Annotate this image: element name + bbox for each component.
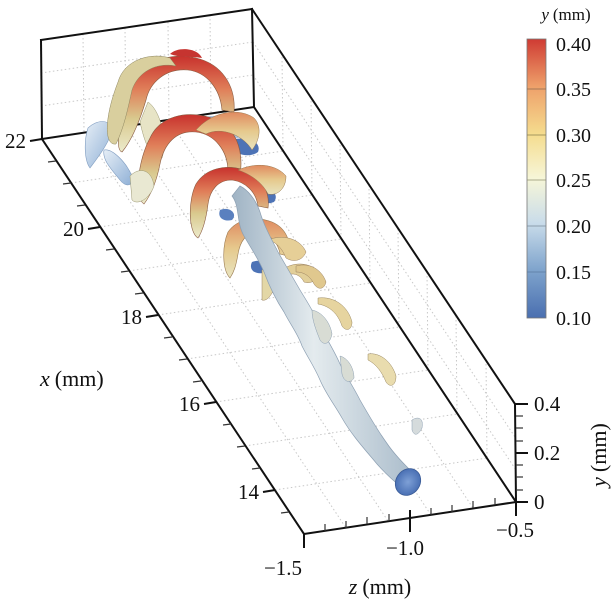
x-tick-16: 16 [179, 392, 200, 416]
z-tick-neg0.5: −0.5 [496, 518, 534, 542]
z-axis-label: z(mm) [348, 574, 411, 599]
colorbar-tick-0.20: 0.20 [556, 216, 591, 238]
colorbar: y(mm) 0.40 0.35 0.30 0.25 0.20 0.15 0.10 [526, 5, 591, 330]
colorbar-gradient [526, 38, 547, 319]
y-tick-0: 0 [534, 490, 545, 514]
x-tick-18: 18 [121, 305, 142, 329]
z-tick-neg1.5: −1.5 [264, 556, 302, 580]
colorbar-tick-0.40: 0.40 [556, 34, 591, 56]
x-tick-22: 22 [5, 129, 26, 153]
x-tick-20: 20 [63, 217, 84, 241]
colorbar-tick-0.15: 0.15 [556, 262, 591, 284]
side-wall-grid [252, 41, 517, 471]
colorbar-tick-0.25: 0.25 [556, 170, 591, 192]
vortex-isosurface [84, 49, 423, 496]
y-tick-0.2: 0.2 [534, 441, 560, 465]
x-axis: 22 20 18 16 14 x(mm) [5, 129, 290, 514]
colorbar-tick-0.30: 0.30 [556, 125, 591, 147]
colorbar-tick-0.10: 0.10 [556, 308, 591, 330]
colorbar-tick-0.35: 0.35 [556, 79, 591, 101]
z-tick-neg1.0: −1.0 [386, 536, 424, 560]
x-axis-label: x(mm) [39, 366, 104, 391]
y-tick-0.4: 0.4 [534, 392, 561, 416]
y-axis: 0.4 0.2 0 y(mm) [516, 392, 611, 514]
z-axis: −1.5 −1.0 −0.5 z(mm) [264, 498, 534, 599]
y-axis-label: y(mm) [586, 423, 611, 489]
box-edges-front [40, 137, 518, 536]
colorbar-title: y(mm) [539, 5, 590, 24]
x-tick-14: 14 [238, 480, 260, 504]
